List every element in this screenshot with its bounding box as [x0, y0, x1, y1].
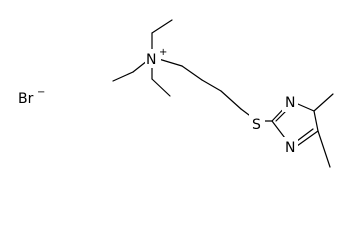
- bromide-symbol: Br: [18, 91, 34, 107]
- ring-bond-c4-c5: [313, 110, 319, 132]
- pentyl-bond-4: [220, 90, 242, 110]
- ammonium-charge: +: [159, 47, 167, 58]
- ring-bond-c5-c6: [296, 130, 319, 147]
- nitrogen-label-background: [145, 49, 161, 68]
- pentyl-bond-2: [181, 65, 203, 81]
- ring-nitrogen-bottom-symbol: N: [285, 140, 295, 156]
- ammonium-nitrogen-symbol: N: [146, 52, 156, 68]
- ring-bond-c5-c6-inner: [296, 128, 314, 142]
- atom-labels: Br − N + S N N: [18, 47, 298, 157]
- bromide-charge: −: [37, 87, 45, 98]
- ring-nitrogen-top-symbol: N: [285, 95, 295, 111]
- ring-nitrogen-top-background: [282, 92, 298, 112]
- ethyl-left-bond-b: [112, 71, 134, 82]
- ethyl-down-bond-b: [151, 78, 171, 97]
- chemical-structure: Br − N + S N N: [18, 19, 334, 168]
- pentyl-bond-3: [201, 79, 222, 92]
- ring-nitrogen-bottom-background: [282, 137, 298, 157]
- bond-lines: [112, 19, 334, 168]
- sulfur-label-background: [249, 114, 265, 134]
- ethyl-up-bond-b: [151, 19, 173, 34]
- sulfur-symbol: S: [252, 117, 261, 133]
- methyl-top-bond: [313, 93, 334, 112]
- methyl-bottom-bond: [317, 130, 331, 168]
